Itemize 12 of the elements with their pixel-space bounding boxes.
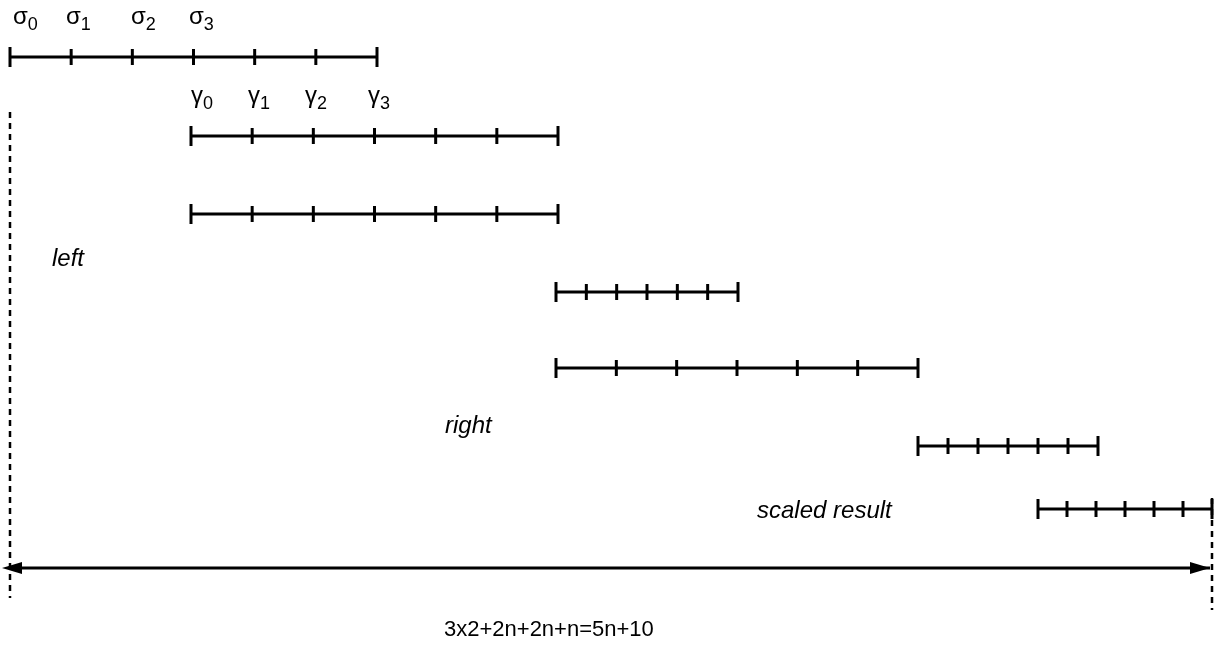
symbol-label: σ$_{1}$ [66, 3, 91, 36]
row-label: right [445, 412, 492, 439]
formula-label: 3x2+2n+2n+n=5n+10 [444, 617, 654, 642]
row-label: left [52, 245, 84, 272]
symbol-label: γ$_{0}$ [191, 82, 213, 115]
symbol-label: γ$_{2}$ [305, 82, 327, 115]
symbol-label: σ$_{0}$ [13, 3, 38, 36]
symbol-label: σ$_{2}$ [131, 3, 156, 36]
row-label: scaled result [757, 497, 892, 524]
symbol-label: γ$_{3}$ [368, 82, 390, 115]
symbol-label: σ$_{3}$ [189, 3, 214, 36]
symbol-label: γ$_{1}$ [248, 82, 270, 115]
